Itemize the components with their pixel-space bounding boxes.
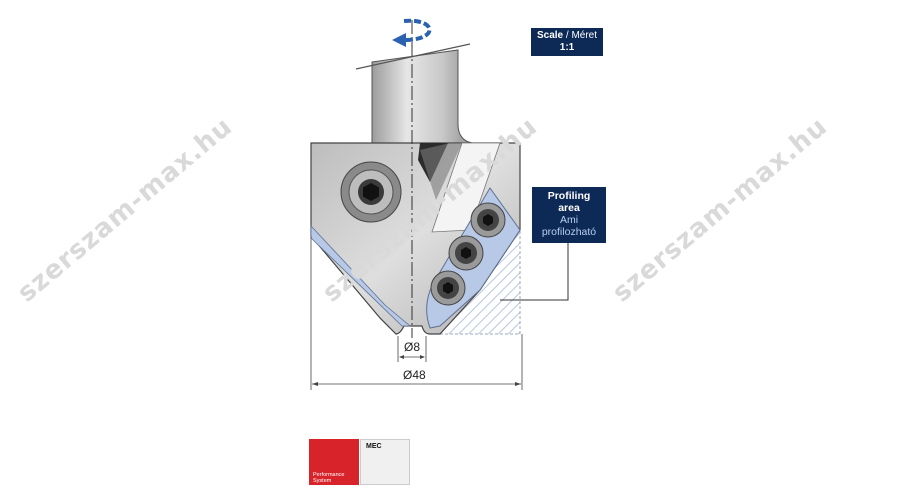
profiling-area-box: Profiling area Ami profilozható (532, 187, 606, 243)
mec-badge: MEC (360, 439, 410, 485)
rotation-arrow-icon (392, 18, 432, 47)
dimension-inner (397, 336, 427, 362)
scale-box: Scale / Méret 1:1 (531, 28, 603, 56)
dimension-outer (310, 236, 523, 390)
profiling-line4: profilozható (541, 226, 597, 238)
scale-label-hu: Méret (571, 30, 598, 41)
profiling-line1: Profiling (547, 190, 591, 202)
profiling-line3: Ami (559, 214, 579, 226)
profiling-leader (500, 243, 569, 301)
mec-label: MEC (366, 443, 382, 450)
performance-line2: System (313, 478, 332, 484)
shank (355, 43, 473, 144)
profiling-line2: area (558, 202, 580, 214)
scale-value: 1:1 (559, 42, 575, 53)
insert-screw-1 (470, 202, 506, 238)
insert-screw-3 (430, 270, 466, 306)
dimension-outer-label: Ø48 (403, 368, 426, 382)
dimension-inner-label: Ø8 (404, 340, 421, 354)
clamp-screw (340, 161, 402, 223)
profiling-area-outline (440, 230, 521, 335)
scale-separator: / (563, 30, 572, 41)
insert-screw-2 (448, 235, 484, 271)
scale-label: Scale (536, 30, 564, 41)
performance-line1: Performance (313, 472, 345, 478)
